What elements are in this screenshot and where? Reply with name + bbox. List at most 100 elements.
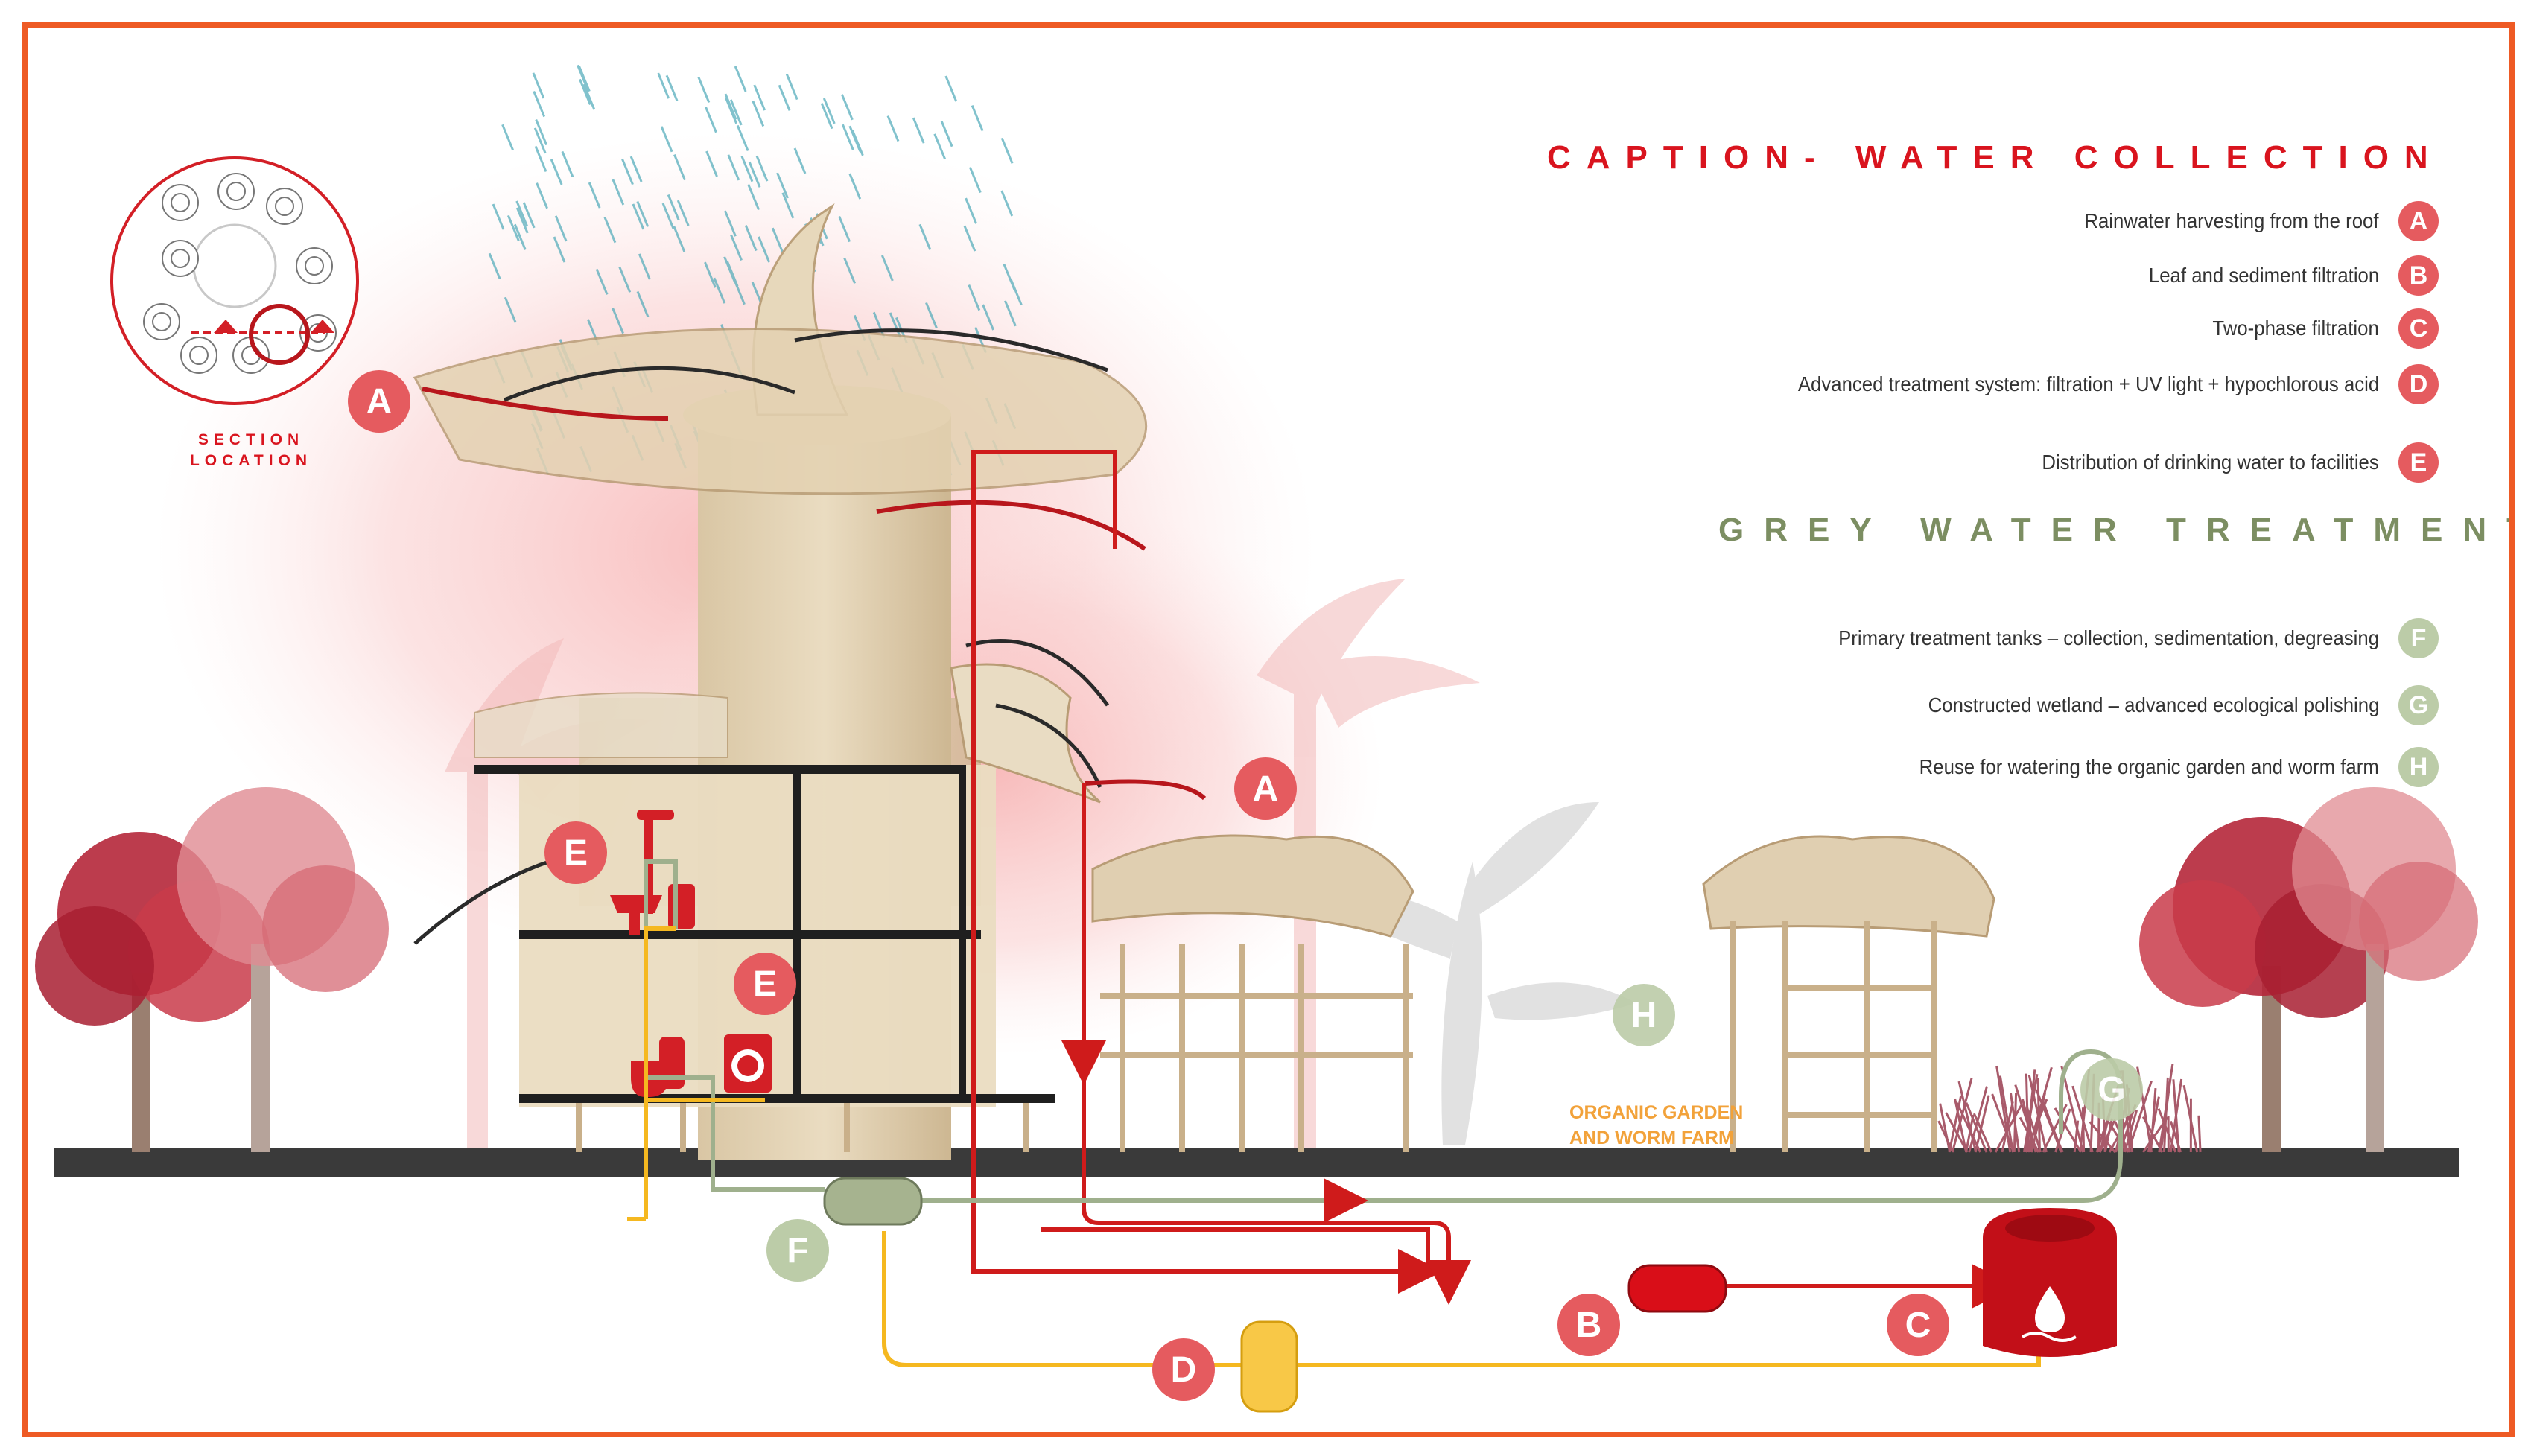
rain-drop <box>636 290 650 317</box>
rain-drop <box>661 203 675 229</box>
garden-label-line2: AND WORM FARM <box>1569 1128 1734 1148</box>
caption-item-b: Leaf and sediment filtration B <box>2129 255 2439 296</box>
rain-drop <box>704 261 717 288</box>
sediment-filter-tank <box>1627 1264 1727 1313</box>
reed-blade <box>1995 1065 2012 1153</box>
caption-item-text: Distribution of drinking water to facili… <box>2042 451 2379 474</box>
rain-drop <box>506 214 520 241</box>
rain-drop <box>676 200 690 226</box>
reed-blade <box>1945 1112 1969 1153</box>
rain-drop <box>781 192 795 219</box>
storage-tank <box>1983 1208 2117 1357</box>
marker-sediment-filter: B <box>1557 1294 1620 1356</box>
rain-drop <box>577 65 591 92</box>
rain-drop <box>535 119 548 146</box>
rain-drop <box>612 307 624 334</box>
reed-blade <box>1939 1103 1952 1153</box>
grey-water-tank <box>823 1177 923 1226</box>
rain-drop <box>933 133 947 160</box>
rain-drop <box>533 127 547 154</box>
caption-item-a: Rainwater harvesting from the roof A <box>2059 200 2439 242</box>
reed-blade <box>1972 1113 1992 1153</box>
rain-drop <box>838 215 851 243</box>
rainwater-pipe <box>971 450 2016 1309</box>
caption-item-text: Rainwater harvesting from the roof <box>2084 209 2379 232</box>
rain-drop <box>963 225 976 252</box>
rain-drop <box>840 94 854 121</box>
garden-label: ORGANIC GARDEN AND WORM FARM <box>1569 1100 1778 1151</box>
rain-drop <box>747 184 760 211</box>
rain-drop <box>705 107 717 133</box>
section-location-map <box>110 156 359 405</box>
reed-blade <box>1968 1086 1988 1153</box>
marker-two-phase-filter: C <box>1887 1294 1949 1356</box>
caption-item-c: Two-phase filtration C <box>2198 308 2439 349</box>
grey-item-h: Reuse for watering the organic garden an… <box>1879 746 2439 788</box>
pavilion-middle <box>1091 834 1414 1152</box>
rain-drop <box>534 145 547 173</box>
reed-blade <box>2073 1120 2080 1153</box>
rain-drop <box>944 75 958 102</box>
rain-drop <box>889 312 902 339</box>
rain-drop <box>776 172 789 199</box>
rain-drop <box>886 115 900 142</box>
caption-item-badge: B <box>2398 255 2439 296</box>
rain-drop <box>697 77 711 104</box>
grey-item-text: Primary treatment tanks – collection, se… <box>1838 626 2379 649</box>
section-location-line1: SECTION <box>197 431 305 448</box>
rain-drop <box>752 100 765 127</box>
rain-drop <box>665 74 679 101</box>
reed-blade <box>1974 1095 1990 1153</box>
rain-drop <box>632 203 645 230</box>
rain-drop <box>515 207 529 234</box>
rain-drop <box>982 304 994 331</box>
reed-blade <box>1991 1093 2015 1153</box>
map-pod-core <box>226 182 246 201</box>
garden-label-line1: ORGANIC GARDEN <box>1569 1102 1744 1123</box>
rain-drop <box>758 236 770 263</box>
caption-item-text: Two-phase filtration <box>2212 317 2379 340</box>
rain-drop <box>513 223 527 250</box>
rain-drop <box>667 194 680 221</box>
sink-icon <box>610 895 662 935</box>
reed-blade <box>2169 1078 2183 1153</box>
grey-water-heading: GREY WATER TREATMENT <box>1718 512 2515 548</box>
grey-item-f: Primary treatment tanks – collection, se… <box>1791 617 2439 659</box>
rain-drop <box>533 90 546 118</box>
rain-drop <box>595 268 609 295</box>
rain-drop <box>515 200 529 227</box>
grey-item-badge: H <box>2398 747 2439 787</box>
rain-drop <box>744 225 758 252</box>
diagram-frame: CAPTION- WATER COLLECTION GREY WATER TRE… <box>22 22 2515 1437</box>
rain-drop <box>727 154 740 181</box>
rain-drop <box>848 173 862 200</box>
red-tree-left <box>35 787 389 1152</box>
reed-blade <box>2041 1099 2062 1153</box>
rain-drop <box>971 104 984 132</box>
rain-drop <box>822 98 836 124</box>
map-pod-core <box>171 249 190 268</box>
reed-blade <box>1957 1081 1978 1153</box>
caption-item-badge: D <box>2398 364 2439 404</box>
marker-lower-floor: E <box>734 953 796 1015</box>
rain-drop <box>740 156 754 182</box>
reed-blade <box>2169 1121 2182 1153</box>
reed-blade <box>1965 1114 1975 1153</box>
rain-drop <box>536 182 548 209</box>
rain-drop <box>1000 137 1014 164</box>
rain-drop <box>618 266 632 293</box>
rain-drop <box>778 84 791 111</box>
rain-drop <box>730 234 743 261</box>
rain-drop <box>657 72 670 99</box>
rain-drop <box>621 159 634 185</box>
rain-drop <box>925 302 938 328</box>
treatment-cylinder <box>1240 1320 1298 1413</box>
marker-drinking-treatment: D <box>1152 1338 1215 1401</box>
rain-drop <box>629 156 643 182</box>
rain-drop <box>968 166 982 194</box>
rain-drop <box>734 66 747 92</box>
rain-drop <box>880 255 894 282</box>
rain-drop <box>771 227 784 254</box>
section-location-caption: SECTION LOCATION <box>177 430 325 471</box>
rain-drop <box>588 182 601 209</box>
